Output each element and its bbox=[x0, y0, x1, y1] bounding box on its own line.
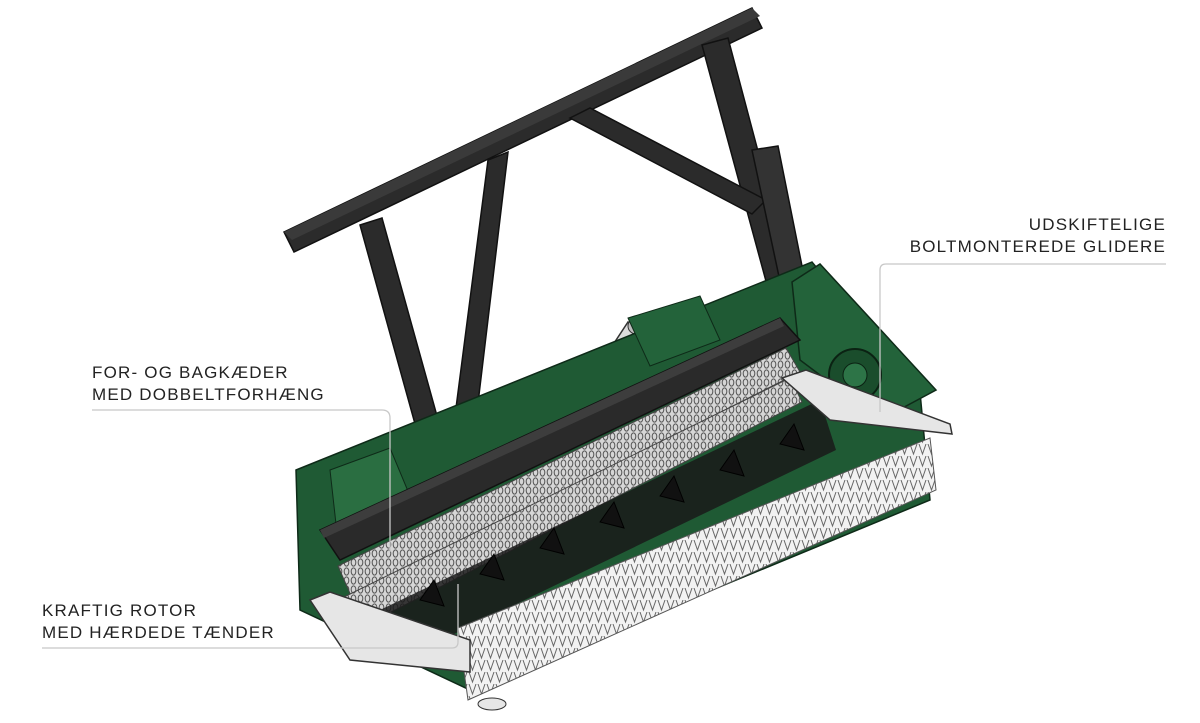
rotor bbox=[380, 400, 836, 660]
callout-chains: FOR- OG BAGKÆDER MED DOBBELTFORHÆNG bbox=[92, 362, 325, 406]
top-beam bbox=[318, 317, 802, 561]
skid-left bbox=[308, 591, 471, 673]
callout-rotor: KRAFTIG ROTOR MED HÆRDEDE TÆNDER bbox=[42, 600, 275, 644]
leader-chains bbox=[92, 409, 391, 552]
callout-skids-line2: BOLTMONTEREDE GLIDERE bbox=[909, 237, 1166, 256]
callout-chains-line1: FOR- OG BAGKÆDER bbox=[92, 363, 289, 382]
front-foot bbox=[477, 697, 507, 711]
callout-skids: UDSKIFTELIGE BOLTMONTEREDE GLIDERE bbox=[910, 214, 1166, 258]
leader-skids bbox=[879, 263, 1166, 412]
callout-chains-line2: MED DOBBELTFORHÆNG bbox=[92, 385, 325, 404]
callout-rotor-line2: MED HÆRDEDE TÆNDER bbox=[42, 623, 275, 642]
front-teeth-row bbox=[457, 437, 937, 701]
leader-rotor bbox=[42, 584, 459, 649]
leader-lines bbox=[42, 263, 1166, 649]
callout-skids-line1: UDSKIFTELIGE bbox=[1028, 215, 1166, 234]
callout-rotor-line1: KRAFTIG ROTOR bbox=[42, 601, 198, 620]
skid-right bbox=[780, 369, 953, 435]
